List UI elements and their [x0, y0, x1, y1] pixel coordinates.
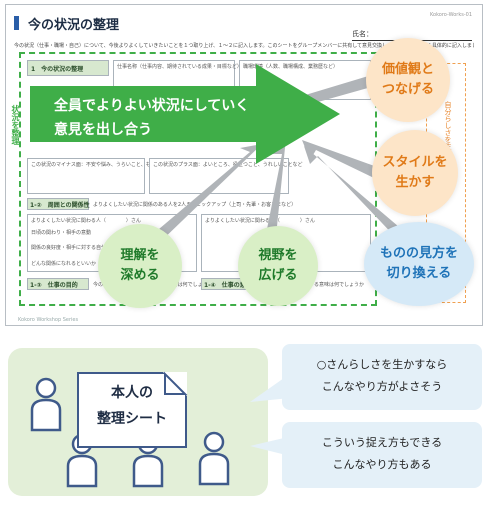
section2-instruction: よりよくしたい状況に関係のある人を2人までピックアップ（上司・先輩・お客さまなど… — [93, 202, 297, 208]
section2-person2: よりよくしたい状況に関わる人（ ）さん — [205, 218, 315, 224]
speech-tail-icon — [250, 438, 290, 456]
banner-line1: 全員でよりよい状況にしていく — [54, 98, 250, 114]
speech-bubble-2-line1: こういう捉え方もできる — [321, 436, 443, 449]
bubble-values-line2: つなげる — [381, 82, 434, 97]
speech-bubble-1-line1: ○さんらしさを生かすなら — [316, 358, 448, 371]
worksheet-frame: 1 今の状況の整理 仕事名称（仕事内容、期待されている成果・目標など） 職場環境… — [19, 52, 377, 306]
personal-sheet-title-line2: 整理シート — [97, 411, 167, 427]
worksheet-description: 今の状況（仕事・職場・自己）について、今後よりよくしていきたいことを１つ取り上げ… — [14, 43, 474, 49]
bubble-understand-line1: 理解を — [120, 248, 160, 263]
personal-sheet-title: 本人の 整理シート — [80, 380, 184, 432]
left-vertical-label: 状況を整理 — [11, 105, 20, 145]
name-label: 氏名： — [352, 30, 373, 38]
section2-header — [27, 198, 89, 210]
bubble-style-line2: 生かす — [395, 175, 435, 190]
bubble-vision-line2: 広げる — [258, 268, 298, 283]
banner-line2: 意見を出し合う — [54, 122, 152, 138]
section4-text: このような仕事をする意味は何でしょうか — [269, 282, 365, 288]
title-accent-bar — [14, 16, 19, 30]
bubble-viewpoint-line1: ものの見方を — [379, 246, 458, 261]
section2-q1: 日頃の関わり・相手の意動 — [31, 230, 92, 236]
section1-label: 1 今の状況の整理 — [31, 66, 84, 73]
right-vertical-label: 自分らしさを生かす — [444, 101, 452, 164]
speech-bubble-2 — [282, 422, 482, 488]
bubble-viewpoint-line2: 切り換える — [386, 266, 452, 281]
bubble-style-line1: スタイルを — [382, 155, 448, 170]
bubble-style: スタイルを 生かす — [372, 130, 458, 216]
banner-text: 全員でよりよい状況にしていく 意見を出し合う — [54, 94, 304, 142]
bubble-values-line1: 価値観と — [381, 62, 434, 77]
bubble-vision: 視野を 広げる — [238, 226, 318, 306]
bubble-viewpoint: ものの見方を 切り換える — [364, 222, 474, 306]
speech-bubble-2-text: こういう捉え方もできる こんなやり方もある — [282, 432, 482, 476]
section2-q3: どんな関係になれるといいか — [31, 261, 97, 267]
worksheet-title: 今の状況の整理 — [28, 18, 120, 33]
section2-person1: よりよくしたい状況に関わる人（ ）さん — [31, 218, 141, 224]
section3-header — [27, 278, 89, 290]
bubble-understand: 理解を 深める — [98, 224, 182, 308]
speech-bubble-2-line2: こんなやり方もある — [332, 458, 432, 471]
section1-col2-label: 職場環境（人数、職場構成、業務歴など） — [243, 64, 339, 70]
section1-col1-label: 仕事名称（仕事内容、期待されている成果・目標など） — [117, 64, 242, 70]
worksheet-footer: Kokoro Workshop Series — [18, 317, 79, 323]
personal-sheet-title-line1: 本人の — [111, 385, 153, 401]
section4-label: 1-④ 仕事の意義 — [204, 282, 252, 289]
speech-bubble-1-line2: こんなやり方がよさそう — [321, 380, 443, 393]
section1-minus-label: この状況のマイナス面：不安や悩み、うらいこと、もやもやなど — [31, 162, 176, 168]
person-icon — [198, 431, 230, 486]
section2-q2: 関係の良好度・相手に対する自分の思い — [31, 245, 122, 251]
bubble-understand-line2: 深める — [120, 268, 160, 283]
speech-bubble-1-text: ○さんらしさを生かすなら こんなやり方がよさそう — [282, 354, 482, 398]
speech-bubble-1 — [282, 344, 482, 410]
bubble-vision-line1: 視野を — [258, 248, 298, 263]
person-icon — [30, 377, 62, 432]
section1-plus-label: この状況のプラス面：よいところ、役立つこと、うれしいことなど — [153, 162, 303, 168]
worksheet-doc-id: Kokoro-Works-01 — [430, 12, 472, 18]
section2-label: 1-② 周囲との関係性 — [30, 202, 90, 209]
section3-label: 1-③ 仕事の目的 — [30, 282, 78, 289]
bubble-values: 価値観と つなげる — [366, 38, 450, 122]
folded-corner-icon — [163, 371, 188, 396]
speech-tail-icon — [250, 378, 290, 402]
